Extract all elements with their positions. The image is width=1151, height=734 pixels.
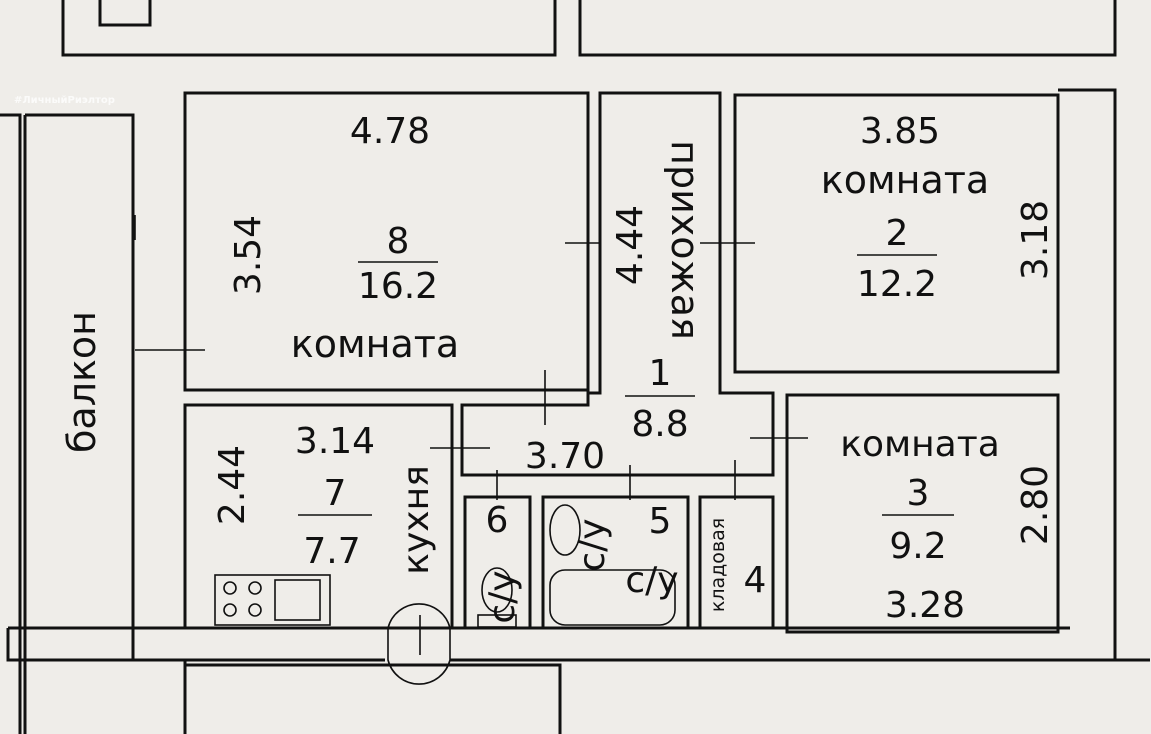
bathroom-label: с/у (625, 560, 678, 601)
hall-width: 3.70 (525, 436, 605, 477)
room3-number: 3 (907, 473, 930, 514)
watermark: #ЛичныйРиэлтор (14, 95, 115, 106)
room3-label: комната (840, 424, 1000, 465)
room-2: 3.85 комната 2 12.2 3.18 (821, 111, 1056, 305)
room-8: 4.78 3.54 8 16.2 комната (228, 111, 459, 366)
bathroom-label-rotated: с/у (572, 518, 613, 571)
bathroom-number: 5 (649, 501, 672, 542)
hall-area: 8.8 (631, 404, 688, 445)
toilet-number: 6 (486, 500, 509, 541)
room8-number: 8 (387, 221, 410, 262)
bathroom: 5 с/у с/у (572, 501, 679, 601)
kitchen-number: 7 (324, 473, 347, 514)
hall: прихожая 4.44 1 8.8 3.70 (525, 140, 707, 477)
kitchen-label: кухня (396, 465, 437, 575)
storage-number: 4 (744, 560, 767, 601)
room8-area: 16.2 (358, 266, 438, 307)
kitchen-width: 3.14 (295, 421, 375, 462)
balcony-label: балкон (60, 311, 104, 453)
hall-length: 4.44 (610, 205, 651, 285)
hall-number: 1 (649, 353, 672, 394)
toilet-label: с/у (482, 570, 523, 623)
room2-width: 3.85 (860, 111, 940, 152)
storage-label: кладовая (707, 518, 729, 612)
room3-width: 3.28 (885, 585, 965, 626)
room8-length: 3.54 (228, 215, 269, 295)
room8-width: 4.78 (350, 111, 430, 152)
kitchen-area: 7.7 (303, 531, 360, 572)
toilet: 6 с/у (482, 500, 523, 624)
kitchen: 3.14 2.44 7 7.7 кухня (212, 421, 437, 575)
room2-length: 3.18 (1015, 200, 1056, 280)
storage: 4 кладовая (707, 518, 766, 612)
fixtures (134, 215, 808, 685)
balcony: балкон (60, 311, 104, 453)
room8-label: комната (291, 322, 459, 366)
room2-label: комната (821, 158, 989, 202)
kitchen-length: 2.44 (212, 445, 253, 525)
room-3: комната 3 9.2 3.28 2.80 (840, 424, 1056, 626)
room2-number: 2 (886, 213, 909, 254)
room3-length: 2.80 (1015, 465, 1056, 545)
room2-area: 12.2 (857, 264, 937, 305)
room3-area: 9.2 (889, 526, 946, 567)
hall-label: прихожая (663, 140, 707, 340)
